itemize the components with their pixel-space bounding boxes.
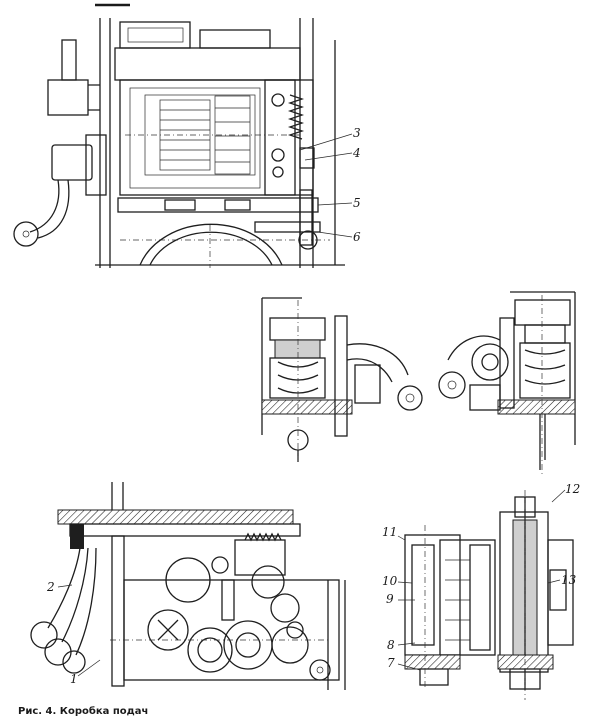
callout-9: 9 bbox=[386, 592, 394, 606]
callout-7: 7 bbox=[387, 656, 395, 670]
callout-6: 6 bbox=[353, 230, 361, 244]
callout-8: 8 bbox=[387, 638, 395, 652]
top-assembly-view bbox=[13, 3, 353, 268]
callout-2: 2 bbox=[46, 580, 55, 594]
bottom-right-shaft-section bbox=[397, 489, 574, 700]
callout-5: 5 bbox=[353, 196, 361, 210]
bottom-left-lever-view bbox=[30, 482, 346, 690]
figure-caption: Рис. 4. Коробка подач bbox=[18, 706, 149, 717]
callout-10: 10 bbox=[382, 574, 398, 588]
middle-section-views bbox=[261, 291, 576, 475]
callout-12: 12 bbox=[565, 482, 580, 496]
callout-1: 1 bbox=[70, 672, 78, 686]
callout-11: 11 bbox=[382, 525, 397, 539]
callout-labels: 3 4 5 6 12 11 10 9 13 8 7 2 1 bbox=[46, 126, 580, 686]
callout-13: 13 bbox=[561, 573, 577, 587]
callout-3: 3 bbox=[353, 126, 361, 140]
callout-4: 4 bbox=[352, 146, 361, 160]
